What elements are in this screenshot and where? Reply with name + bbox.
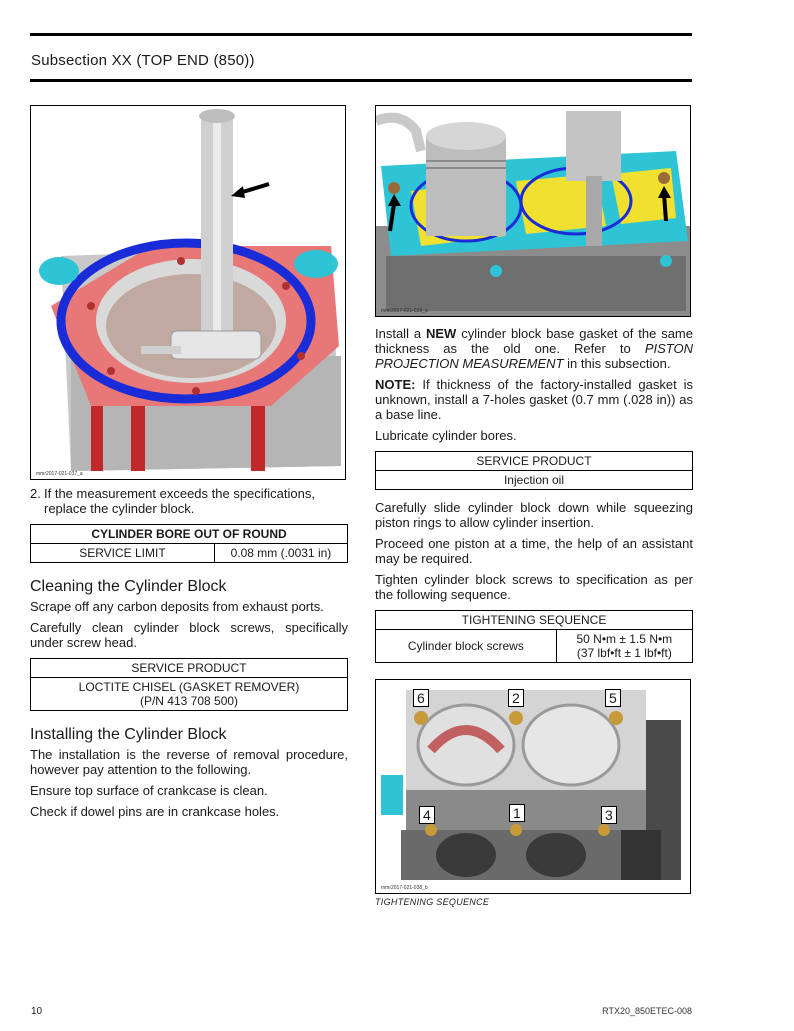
note-paragraph: NOTE: If thickness of the factory-instal… <box>375 377 693 422</box>
table-title: SERVICE PRODUCT <box>375 451 693 471</box>
table-value: 0.08 mm (.0031 in) <box>213 543 349 563</box>
sequence-label-3: 3 <box>601 806 617 824</box>
left-column: mmr2017-021-037_a 2. If the measurement … <box>30 105 349 819</box>
table-title: TIGHTENING SEQUENCE <box>375 610 693 630</box>
figure-code: mmr2017-021-039_a <box>381 308 428 314</box>
figure-code: mmr2017-021-038_b <box>381 885 428 891</box>
step-text: If the measurement exceeds the specifica… <box>44 486 315 516</box>
text-run: in this subsection. <box>563 356 671 371</box>
text-run: cylinder block base gasket of the same t… <box>375 326 693 356</box>
proceed-paragraph: Proceed one piston at a time, the help o… <box>375 536 693 566</box>
table-service-product-loctite: SERVICE PRODUCT LOCTITE CHISEL (GASKET R… <box>30 658 348 711</box>
cleaning-paragraph-1: Scrape off any carbon deposits from exha… <box>30 599 324 614</box>
lubricate-paragraph: Lubricate cylinder bores. <box>375 428 517 443</box>
heading-installing: Installing the Cylinder Block <box>30 726 227 743</box>
table-service-product-oil: SERVICE PRODUCT Injection oil <box>375 451 693 490</box>
torque-value: 50 N•m ± 1.5 N•m <box>576 632 673 646</box>
product-name: LOCTITE CHISEL (GASKET REMOVER) <box>78 680 300 694</box>
installing-paragraph-1: The installation is the reverse of remov… <box>30 747 348 777</box>
figure-caption: TIGHTENING SEQUENCE <box>375 897 490 907</box>
table-tightening-sequence: TIGHTENING SEQUENCE Cylinder block screw… <box>375 610 694 663</box>
figure-code: mmr2017-021-037_a <box>36 471 83 477</box>
table-label: Cylinder block screws <box>375 629 557 663</box>
sequence-label-6: 6 <box>413 689 429 707</box>
cross-reference-link[interactable]: PISTON PROJECTION MEASUREMENT <box>375 341 693 371</box>
sequence-label-4: 4 <box>419 806 435 824</box>
tightening-sequence-illustration <box>376 680 690 893</box>
header-rule-bottom <box>30 79 692 82</box>
figure-base-gasket: mmr2017-021-039_a <box>375 105 691 317</box>
figure-tightening-sequence: 6 2 5 4 1 3 mmr2017-021-038_b <box>375 679 691 894</box>
figure-cylinder-bore-gauge: mmr2017-021-037_a <box>30 105 346 480</box>
text-emphasis-new: NEW <box>426 326 457 341</box>
installing-paragraph-2: Ensure top surface of crankcase is clean… <box>30 783 268 798</box>
sequence-label-2: 2 <box>508 689 524 707</box>
page-number: 10 <box>31 1006 43 1017</box>
text-run: Install a <box>375 326 426 341</box>
install-gasket-paragraph: Install a NEW cylinder block base gasket… <box>375 326 693 371</box>
table-title: SERVICE PRODUCT <box>30 658 348 678</box>
tighten-paragraph: Tighten cylinder block screws to specifi… <box>375 572 693 602</box>
step-number: 2. <box>30 486 41 501</box>
slide-paragraph: Carefully slide cylinder block down whil… <box>375 500 693 530</box>
sequence-label-1: 1 <box>509 804 525 822</box>
table-label: SERVICE LIMIT <box>30 543 215 563</box>
header-rule-top <box>30 33 692 36</box>
product-part-number: (P/N 413 708 500) <box>139 694 239 708</box>
sequence-label-5: 5 <box>605 689 621 707</box>
torque-value-imperial: (37 lbf•ft ± 1 lbf•ft) <box>576 646 672 660</box>
step-2: 2. If the measurement exceeds the specif… <box>30 486 348 516</box>
cylinder-bore-illustration <box>31 106 345 479</box>
document-code: RTX20_850ETEC-008 <box>602 1006 692 1016</box>
table-title: CYLINDER BORE OUT OF ROUND <box>30 524 348 544</box>
table-value: Injection oil <box>375 470 693 490</box>
installing-paragraph-3: Check if dowel pins are in crankcase hol… <box>30 804 280 819</box>
right-column: mmr2017-021-039_a Install a NEW cylinder… <box>375 105 694 907</box>
base-gasket-illustration <box>376 106 690 316</box>
note-text: If thickness of the factory-installed ga… <box>375 377 693 422</box>
heading-cleaning: Cleaning the Cylinder Block <box>30 578 227 595</box>
cleaning-paragraph-2: Carefully clean cylinder block screws, s… <box>30 620 348 650</box>
section-title: Subsection XX (TOP END (850)) <box>31 52 255 69</box>
table-cylinder-bore-out-of-round: CYLINDER BORE OUT OF ROUND SERVICE LIMIT… <box>30 524 349 563</box>
note-label: NOTE: <box>375 377 416 392</box>
